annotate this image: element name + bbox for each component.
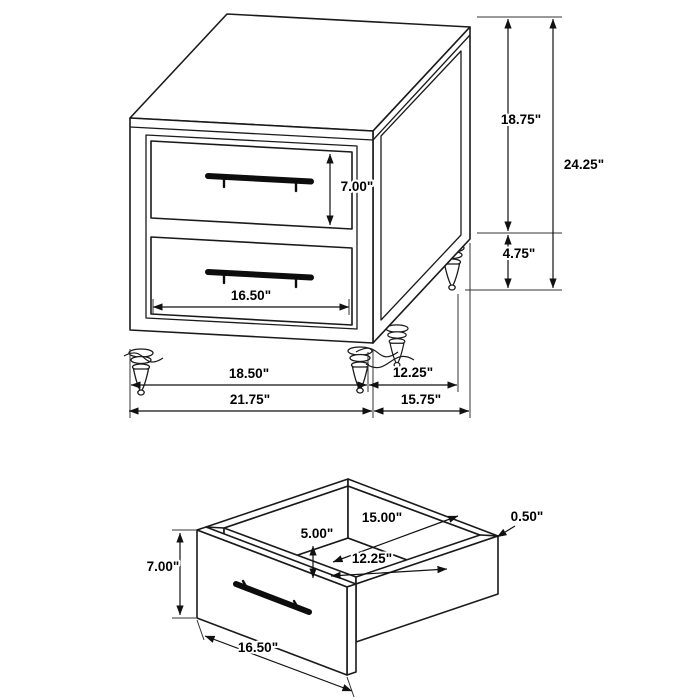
dim-label-drawer-front-height: 7.00" [341, 179, 374, 194]
ext-line [346, 676, 355, 698]
dim-label-drawer-wall-thickness: 0.50" [511, 509, 544, 524]
leg-wire-accent [365, 355, 415, 369]
leg-back-left [385, 324, 409, 368]
ext-line [196, 619, 205, 641]
dim-label-overall-width: 21.75" [230, 392, 270, 407]
dim-label-drawer-front-height: 7.00" [147, 559, 180, 574]
dim-label-leg-width-span: 18.50" [229, 366, 269, 381]
nightstand-dimensions: 7.00" 16.50" 18.50" 12.25" 21.75" 15.75"… [128, 16, 606, 418]
dim-label-leg-depth-span: 12.25" [393, 365, 433, 380]
handle-post [241, 579, 249, 590]
dim-line-drawer-inner-depth [330, 565, 448, 580]
dim-label-drawer-front-width: 16.50" [231, 288, 271, 303]
drawer-dimensions: 7.00" 16.50" 15.00" 0.50" 5.00" 12.25" [145, 507, 545, 698]
drawer-front-top [150, 140, 353, 230]
dim-label-drawer-outer-depth: 15.00" [362, 510, 402, 525]
nightstand-figure: 7.00" 16.50" 18.50" 12.25" 21.75" 15.75"… [123, 13, 606, 418]
dim-line-drawer-outer-depth [332, 515, 459, 563]
dim-label-case-height: 18.75" [501, 112, 541, 127]
drawer-front-bottom [150, 236, 353, 326]
dim-line-drawer-wall-thickness [496, 525, 516, 538]
top-slab-edge-right [372, 34, 471, 141]
top-slab-edge-front [129, 126, 374, 141]
drawer-figure: 7.00" 16.50" 15.00" 0.50" 5.00" 12.25" [145, 478, 545, 698]
dim-line-drawer-front-width [204, 635, 353, 692]
dim-label-drawer-front-width: 16.50" [238, 640, 278, 655]
right-side-panel [380, 50, 462, 321]
handle-post [292, 599, 300, 610]
leg-wire-accent [355, 347, 399, 358]
front-frame-opening [145, 134, 358, 330]
drawer-front-panel-edge [346, 583, 357, 676]
dim-label-drawer-inner-depth: 12.25" [352, 551, 392, 566]
dim-label-overall-depth: 15.75" [401, 392, 441, 407]
drawer-handle-bottom [205, 269, 314, 281]
dim-label-overall-height: 24.25" [564, 157, 604, 172]
dim-label-leg-height: 4.75" [503, 246, 536, 261]
drawer-handle-top [205, 173, 314, 185]
nightstand-body [129, 13, 471, 344]
leg-wire-accent [123, 352, 164, 363]
dim-label-drawer-inner-height: 5.00" [301, 526, 334, 541]
nightstand-legs [123, 243, 465, 396]
